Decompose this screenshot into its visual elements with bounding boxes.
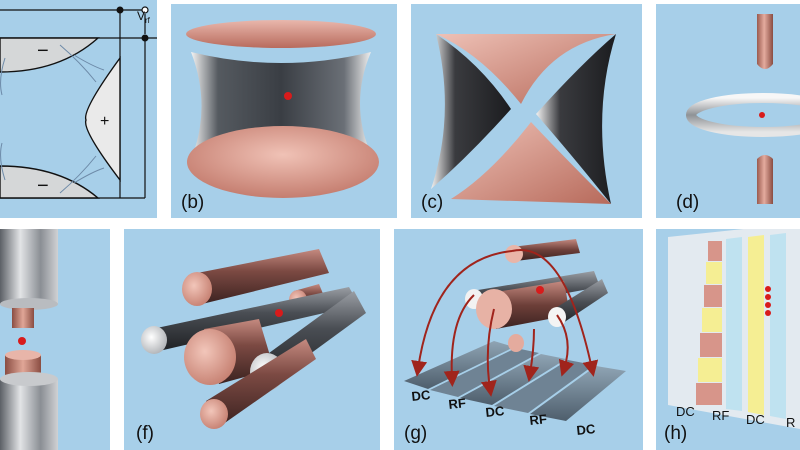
panel-label-h: (h) bbox=[664, 423, 688, 444]
electrode-label: DC bbox=[411, 387, 432, 404]
inner-rod-top bbox=[12, 308, 34, 328]
electrode-right bbox=[84, 55, 121, 183]
electrode-label: R bbox=[786, 415, 795, 430]
panel-label-f: (f) bbox=[136, 423, 154, 444]
needle-electrode-bottom bbox=[757, 155, 773, 204]
rod-top-copper bbox=[512, 239, 580, 261]
electrode-label: RF bbox=[712, 408, 729, 423]
panel-d-ring-trap: (d) bbox=[656, 4, 800, 218]
rod-front-copper-face bbox=[508, 334, 524, 352]
dc-segments bbox=[696, 241, 722, 405]
trapped-ion bbox=[765, 310, 771, 316]
outer-tube-bottom-rim bbox=[0, 372, 58, 386]
rf-rail bbox=[770, 233, 786, 419]
terminal-dot bbox=[141, 34, 149, 42]
segment-pad bbox=[706, 262, 722, 284]
needle-electrode-top bbox=[757, 14, 773, 69]
trapped-ion bbox=[765, 302, 771, 308]
field-arrows bbox=[411, 249, 599, 397]
endcap-top bbox=[186, 20, 376, 48]
plate-strip bbox=[404, 341, 514, 389]
terminal-open bbox=[141, 6, 149, 14]
rod-face bbox=[141, 326, 167, 354]
trapped-ion bbox=[759, 112, 765, 118]
panel-f-linear-rod-trap: (f) bbox=[124, 229, 380, 450]
panel-c-hyperbolic-rods: (c) bbox=[411, 4, 642, 218]
rod-left bbox=[431, 34, 511, 189]
rod-back-copper bbox=[192, 249, 329, 304]
segment-pad bbox=[698, 358, 722, 382]
trapped-ion bbox=[275, 309, 283, 317]
panel-label-b: (b) bbox=[181, 192, 205, 213]
panel-g-drawing: DC RF DC RF DC bbox=[404, 239, 626, 438]
dc-center-rail bbox=[748, 235, 764, 415]
panel-h-surface-trap: DC RF DC R (h) bbox=[656, 229, 800, 450]
segment-pad bbox=[704, 285, 722, 307]
ring-electrode bbox=[686, 93, 800, 137]
panel-label-d: (d) bbox=[676, 192, 700, 213]
rod-front-steel bbox=[554, 279, 608, 325]
minus-sign-bottom: − bbox=[37, 175, 49, 197]
electrode-label: DC bbox=[576, 421, 597, 438]
rod-right bbox=[536, 34, 616, 204]
panel-b-drawing bbox=[186, 20, 379, 198]
rf-rail bbox=[726, 237, 742, 411]
rod-face bbox=[505, 245, 523, 263]
terminal-dot bbox=[116, 6, 124, 14]
rod-top bbox=[436, 34, 616, 104]
rod-face bbox=[200, 399, 228, 429]
panel-e-needle-trap bbox=[0, 229, 110, 450]
electrode-label: DC bbox=[746, 412, 765, 427]
outer-tube-bottom bbox=[0, 379, 58, 450]
endcap-bottom bbox=[187, 126, 379, 198]
plus-sign: + bbox=[100, 113, 109, 130]
trapped-ion bbox=[536, 286, 544, 294]
plate-strip bbox=[530, 366, 626, 421]
segment-pad bbox=[708, 241, 722, 261]
trapped-ion bbox=[18, 337, 26, 345]
panel-h-drawing: DC RF DC R bbox=[668, 229, 800, 430]
electrode-label: DC bbox=[676, 404, 695, 419]
field-lines bbox=[0, 44, 105, 194]
electrode-label: RF bbox=[529, 411, 548, 428]
segment-pad bbox=[702, 308, 722, 332]
electrode-top bbox=[0, 37, 100, 73]
inner-rod-bottom-top bbox=[5, 350, 41, 360]
panel-a-cross-section: − − + Vrf bbox=[0, 0, 157, 218]
panel-c-drawing bbox=[431, 34, 616, 204]
trapped-ion bbox=[284, 92, 292, 100]
ion-chain bbox=[765, 286, 771, 316]
outer-tube-top bbox=[0, 229, 58, 304]
endcap-face bbox=[184, 329, 236, 385]
panel-label-c: (c) bbox=[421, 192, 444, 213]
ring-electrode bbox=[191, 52, 371, 154]
panel-e-drawing bbox=[0, 229, 58, 450]
panel-g-planar-transition: DC RF DC RF DC (g) bbox=[394, 229, 643, 450]
minus-sign-top: − bbox=[37, 40, 49, 62]
rod-front-copper bbox=[206, 339, 316, 427]
panel-f-drawing bbox=[141, 249, 366, 429]
vrf-label: Vrf bbox=[137, 9, 151, 25]
electrode-bottom bbox=[0, 165, 100, 199]
outer-tube-top-rim bbox=[0, 298, 58, 310]
electrode-label: DC bbox=[485, 403, 506, 420]
rod-bottom bbox=[451, 122, 611, 204]
segment-pad bbox=[700, 333, 722, 357]
trapped-ion bbox=[765, 286, 771, 292]
planar-electrodes bbox=[404, 341, 626, 421]
trapped-ion bbox=[765, 294, 771, 300]
rod-face bbox=[182, 272, 212, 306]
segment-pad bbox=[696, 383, 722, 405]
panel-b-paul-trap: (b) bbox=[171, 4, 397, 218]
panel-d-drawing bbox=[686, 14, 800, 204]
panel-label-g: (g) bbox=[404, 423, 428, 444]
electrode-label: RF bbox=[448, 395, 467, 412]
panel-a-drawing: − − + Vrf bbox=[0, 6, 157, 199]
